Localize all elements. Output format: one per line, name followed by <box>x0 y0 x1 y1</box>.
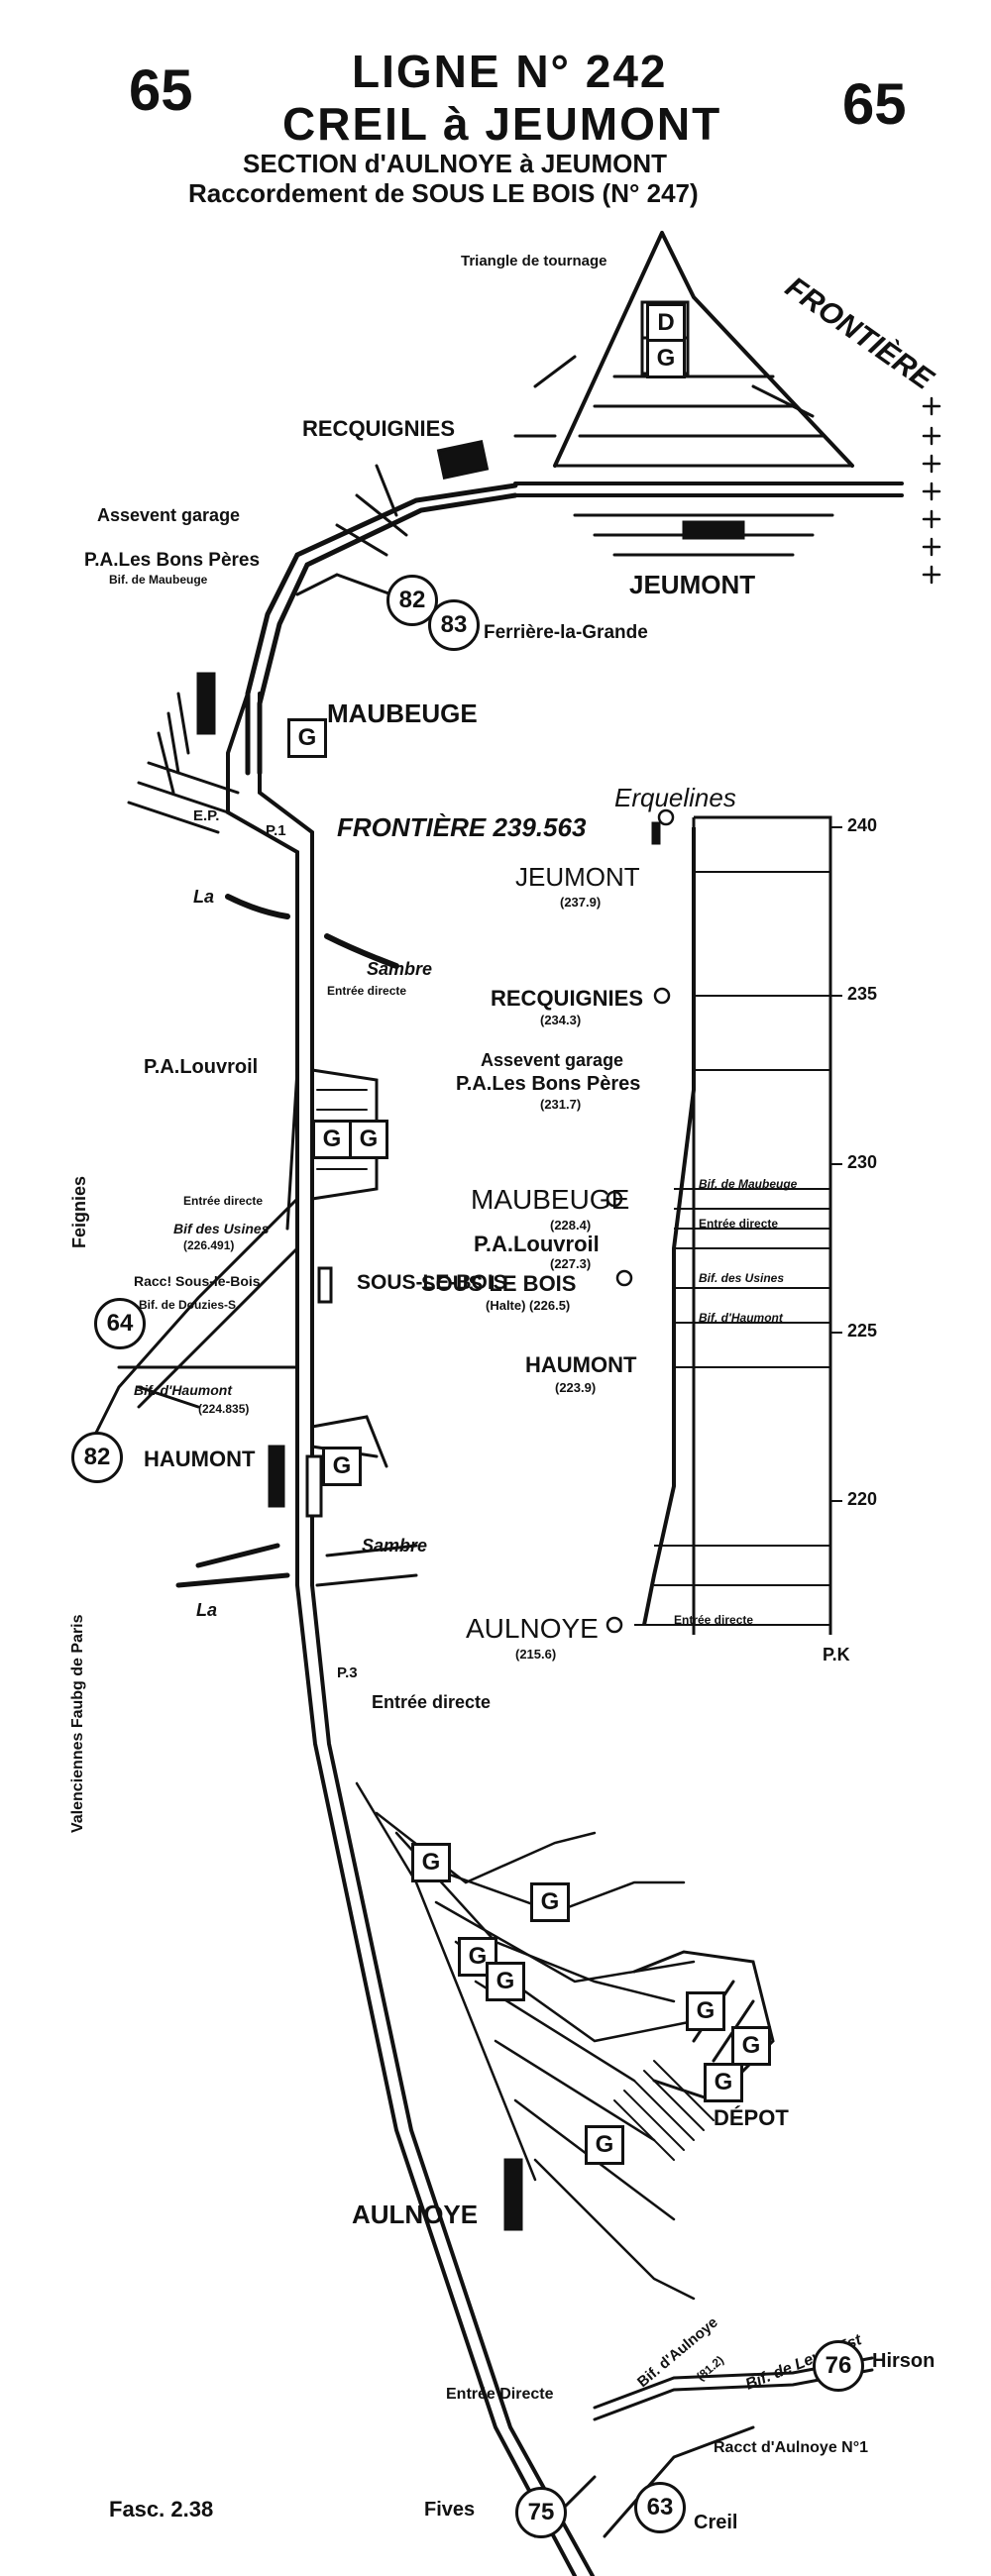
label-p3: P.3 <box>337 1664 358 1681</box>
label-depot: DÉPOT <box>714 2105 789 2130</box>
route-75-circle: 75 <box>515 2487 567 2538</box>
label-valenciennes: Valenciennes Faubg de Paris <box>69 1614 86 1833</box>
profile-annot-bif-maubeuge: Bif. de Maubeuge <box>699 1177 798 1191</box>
profile-erquelines: Erquelines <box>614 783 736 812</box>
depot-d-box: D <box>646 303 686 343</box>
label-p1-maubeuge: P.1 <box>266 822 286 839</box>
label-racc-sous-le-bois: Racc! Sous-le-Bois <box>134 1273 261 1289</box>
label-jeumont: JEUMONT <box>629 570 756 599</box>
label-triangle: Triangle de tournage <box>461 253 607 269</box>
profile-station-assevent: Assevent garage <box>481 1050 624 1070</box>
label-la-2: La <box>196 1600 218 1620</box>
profile-pk-recquignies: (234.3) <box>540 1013 582 1027</box>
label-bif-usines: Bif des Usines <box>173 1221 270 1236</box>
label-ep-maubeuge: E.P. <box>193 807 220 824</box>
profile-pk-louvroil: (227.3) <box>550 1256 592 1271</box>
label-bif-haumont-pk: (224.835) <box>198 1402 250 1416</box>
aulnoye-g-box-5: G <box>585 2125 624 2165</box>
page-number-right: 65 <box>842 72 907 137</box>
profile-station-bons-peres: P.A.Les Bons Pères <box>456 1073 641 1095</box>
route-63-circle: 63 <box>634 2482 686 2533</box>
aulnoye-g-box-1: G <box>411 1843 451 1882</box>
label-bif-haumont: Bif. d'Haumont <box>134 1382 232 1398</box>
page-number-left: 65 <box>129 58 193 123</box>
profile-pk-maubeuge: (228.4) <box>550 1218 592 1233</box>
profile-annot-bif-usines: Bif. des Usines <box>699 1271 785 1285</box>
label-feignies: Feignies <box>69 1175 89 1248</box>
depot-g-box-2: G <box>731 2026 771 2066</box>
label-entree-directe-4: Entrée Directe <box>446 2386 554 2403</box>
profile-pk-bons-peres: (231.7) <box>540 1097 582 1112</box>
profile-annot-entree-directe-1: Entrée directe <box>699 1217 779 1231</box>
profile-pk-235: 235 <box>847 984 878 1004</box>
profile-pk-230: 230 <box>847 1152 878 1172</box>
label-sambre-2: Sambre <box>362 1536 428 1556</box>
route-82-circle-bottom: 82 <box>71 1432 123 1483</box>
louvroil-g-box-1: G <box>312 1120 352 1159</box>
profile-pk-haumont: (223.9) <box>555 1380 597 1395</box>
section-title: SECTION d'AULNOYE à JEUMONT <box>243 149 667 178</box>
line-name: CREIL à JEUMONT <box>282 98 722 150</box>
depot-g-box-1: G <box>686 1991 725 2031</box>
label-maubeuge: MAUBEUGE <box>327 698 478 728</box>
label-racc-aulnoye: Racct d'Aulnoye N°1 <box>714 2439 869 2456</box>
label-creil: Creil <box>694 2512 738 2533</box>
label-entree-directe-3: Entrée directe <box>372 1692 492 1712</box>
profile-station-haumont: HAUMONT <box>525 1352 637 1377</box>
aulnoye-g-box-4: G <box>486 1962 525 2001</box>
label-fives: Fives <box>424 2499 476 2521</box>
label-entree-directe-1: Entrée directe <box>327 984 407 998</box>
label-bif-maubeuge: Bif. de Maubeuge <box>109 573 208 587</box>
label-haumont-map: HAUMONT <box>144 1447 256 1471</box>
label-ferriere: Ferrière-la-Grande <box>484 622 648 643</box>
profile-station-sous-le-bois: SOUS LE BOIS <box>421 1271 577 1296</box>
label-assevent: Assevent garage <box>97 505 241 525</box>
profile-station-jeumont: JEUMONT <box>515 862 640 892</box>
route-64-circle: 64 <box>94 1298 146 1349</box>
profile-pk-jeumont: (237.9) <box>560 895 602 910</box>
label-bif-usines-pk: (226.491) <box>183 1238 235 1252</box>
maubeuge-g-box: G <box>287 718 327 758</box>
label-pa-louvroil: P.A.Louvroil <box>144 1056 259 1078</box>
profile-pk-240: 240 <box>847 815 878 835</box>
aulnoye-g-box-2: G <box>530 1882 570 1922</box>
connection-title: Raccordement de SOUS LE BOIS (N° 247) <box>188 178 699 208</box>
label-fasc: Fasc. 2.38 <box>109 2497 214 2522</box>
label-sambre-1: Sambre <box>367 959 433 979</box>
label-aulnoye-map: AULNOYE <box>352 2200 479 2229</box>
profile-pk-aulnoye: (215.6) <box>515 1647 557 1662</box>
label-pa-bons-peres: P.A.Les Bons Pères <box>84 550 261 571</box>
profile-station-aulnoye: AULNOYE <box>466 1613 599 1644</box>
profile-pk-220: 220 <box>847 1489 878 1509</box>
profile-pk-sous-le-bois: (Halte) (226.5) <box>486 1298 571 1313</box>
depot-g-box-3: G <box>704 2063 743 2102</box>
label-recquignies: RECQUIGNIES <box>302 416 456 441</box>
label-entree-directe-2: Entrée directe <box>183 1194 264 1208</box>
profile-station-louvroil: P.A.Louvroil <box>474 1232 600 1256</box>
louvroil-g-box-2: G <box>349 1120 388 1159</box>
label-hirson: Hirson <box>872 2350 936 2372</box>
haumont-g-box: G <box>322 1447 362 1486</box>
depot-g-box: G <box>646 339 686 378</box>
route-83-circle: 83 <box>428 599 480 651</box>
profile-pk-225: 225 <box>847 1321 878 1341</box>
profile-frontier: FRONTIÈRE 239.563 <box>337 812 587 842</box>
profile-annot-entree-directe-2: Entrée directe <box>674 1613 754 1627</box>
profile-station-recquignies: RECQUIGNIES <box>491 986 644 1011</box>
profile-annot-bif-haumont: Bif. d'Haumont <box>699 1311 783 1325</box>
profile-station-maubeuge: MAUBEUGE <box>471 1184 630 1215</box>
label-sous-le-bois-map: SOUS-LE-BOIS <box>357 1271 507 1294</box>
line-number: LIGNE N° 242 <box>352 46 668 97</box>
profile-pk-label: P.K <box>823 1645 850 1664</box>
label-bif-douzies: Bif. de Douzies-S. <box>139 1298 240 1312</box>
label-la-1: La <box>193 887 215 907</box>
route-76-circle: 76 <box>813 2340 864 2392</box>
